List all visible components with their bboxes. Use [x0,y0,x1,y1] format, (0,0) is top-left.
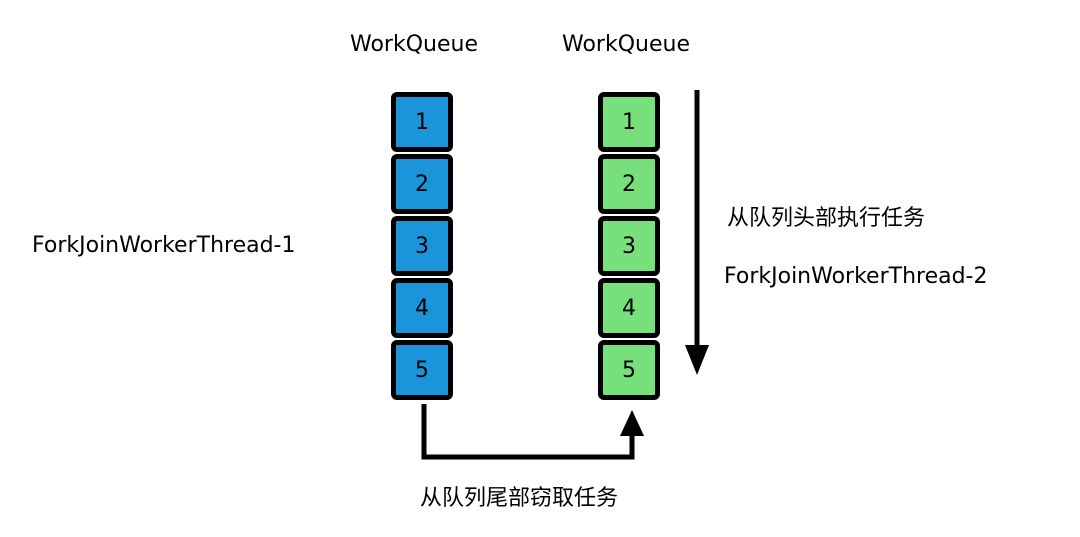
task-number: 3 [622,233,636,259]
task-number: 5 [415,357,429,383]
head-execute-arrow [685,90,709,375]
task-cell: 4 [598,278,660,338]
task-number: 4 [415,295,429,321]
task-cell: 2 [598,154,660,214]
task-number: 2 [415,171,429,197]
task-cell: 1 [598,92,660,152]
task-number: 1 [622,109,636,135]
task-cell: 3 [598,216,660,276]
task-cell: 5 [391,340,453,400]
queue-2-title: WorkQueue [562,32,690,57]
task-cell: 5 [598,340,660,400]
task-cell: 3 [391,216,453,276]
task-number: 1 [415,109,429,135]
task-number: 5 [622,357,636,383]
task-cell: 2 [391,154,453,214]
thread-2-label: ForkJoinWorkerThread-2 [724,264,988,289]
steal-arrow [421,404,644,460]
queue-1-title: WorkQueue [350,32,478,57]
task-cell: 4 [391,278,453,338]
task-cell: 1 [391,92,453,152]
thread-1-label: ForkJoinWorkerThread-1 [32,233,296,258]
task-number: 3 [415,233,429,259]
task-number: 2 [622,171,636,197]
head-execute-annotation: 从队列头部执行任务 [727,206,926,231]
tail-steal-annotation: 从队列尾部窃取任务 [420,486,619,511]
task-number: 4 [622,295,636,321]
